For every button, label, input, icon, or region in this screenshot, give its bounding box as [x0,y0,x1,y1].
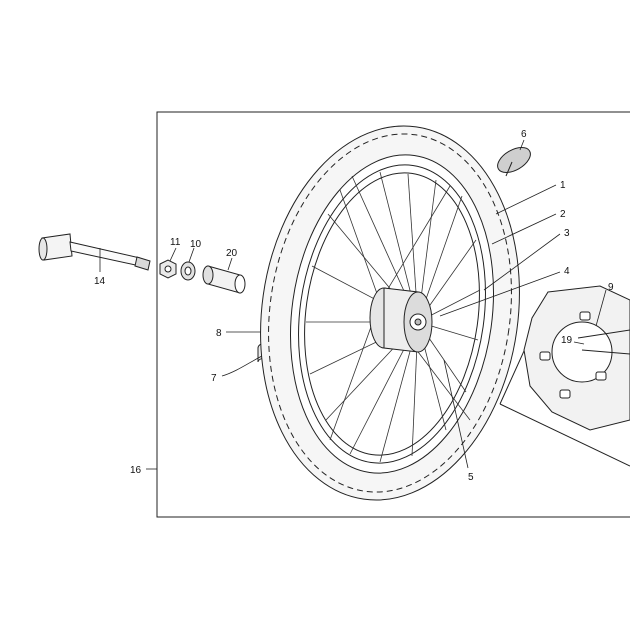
valve-part [497,139,531,177]
frame-callout-16: 16 [130,465,142,476]
callout-1: 1 [560,180,566,191]
callout-20: 20 [226,248,238,259]
callout-11: 11 [170,237,181,248]
rim-part [298,164,486,464]
callout-10: 10 [190,239,202,250]
callout-6: 6 [521,129,527,140]
callout-2: 2 [560,209,566,220]
callout-14: 14 [94,276,106,287]
callout-7: 7 [211,373,217,384]
bearing-part [180,247,196,281]
spacer-part [202,257,246,294]
axle-nut-part [159,247,177,279]
callout-5: 5 [468,472,474,483]
assembly-frame: 16 [130,111,630,518]
callout-8: 8 [216,328,222,339]
hub-part [369,287,433,353]
brake-disc-part [499,285,630,467]
callout-4: 4 [564,266,570,277]
callout-labels: 1 2 3 4 5 6 7 8 9 10 11 14 19 20 [94,129,614,483]
leader-lines [439,184,607,469]
callout-3: 3 [564,228,570,239]
axle-part [38,233,151,272]
callout-9: 9 [608,282,614,293]
callout-19: 19 [561,335,573,346]
